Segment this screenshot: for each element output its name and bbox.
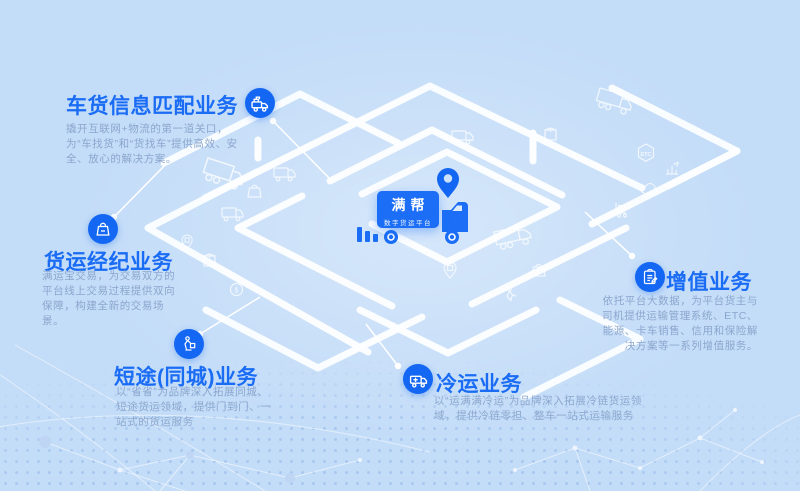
parcel-box-icon [544,127,557,141]
location-pin-icon [437,168,459,198]
truck-wheels [384,230,459,244]
van-icon [221,207,244,222]
service-icon-badge [635,262,665,292]
service-title: 短途(同城)业务 [114,366,258,389]
service-description: 依托平台大数据，为平台货主与司机提供运输管理系统、ETC、能源、卡车销售、信用和… [602,295,758,352]
cold-truck-icon [409,375,427,388]
growth-chart-icon [665,161,679,175]
service-icon-badge [88,214,118,244]
service-icon-badge [245,88,275,118]
etc-label: ETC [641,152,652,158]
clipboard-icon [643,268,658,285]
service-title: 车货信息匹配业务 [66,95,238,118]
handbag-icon [247,184,262,198]
porter-icon [184,336,196,351]
service-description: 以“省省”为品牌深入拓展同城、短途货运领域，提供门到门、一站式的货运服务 [116,386,272,428]
van-icon [273,167,296,182]
truck-cab-icon [442,202,468,232]
globe-arcs [0,344,800,491]
service-title: 增值业务 [666,271,752,294]
coin-symbol: $ [235,288,239,295]
service-description: 撬开互联网+物流的第一道关口，为“车找货”和“货找车”提供高效、安全、放心的解决… [66,123,238,165]
service-title: 货运经纪业务 [44,251,173,274]
service-icon-badge [403,364,433,394]
bag-icon [96,222,110,236]
service-title: 冷运业务 [436,373,522,396]
maze-illustration [144,82,741,401]
service-description: 满运宝交易，为交易双方的平台线上交易过程提供双向保障，构建全新的交易场景。 [42,270,176,327]
bar-chart-icon [357,227,378,242]
pin-inner-dot [443,174,453,183]
maze-mini-icons: ETC $ [181,87,679,302]
truck-window [452,205,462,211]
brand-tagline: 数字货运平台 [384,220,432,227]
world-map-dots [0,335,800,491]
service-icon-badge [174,329,204,359]
connector-lines [113,120,633,367]
constellation-graphic [39,408,764,491]
service-description: 以“运满满冷运”为品牌深入拓展冷链货运领域，提供冷链零担、整车一站式运输服务 [434,395,642,422]
brand-logo-card: 满帮 数字货运平台 [377,191,439,228]
truck-cargo-icon [250,95,268,112]
brand-truck-graphic [357,168,468,244]
brand-name: 满帮 [391,197,430,213]
